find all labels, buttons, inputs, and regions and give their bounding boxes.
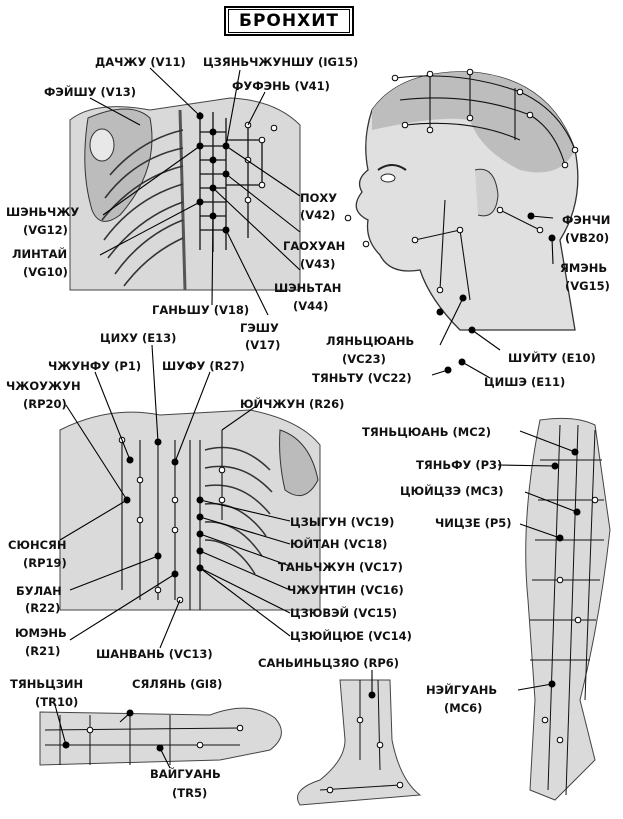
back-figure: [69, 97, 301, 291]
label-chzhunfu: ЧЖУНФУ (Р1): [48, 359, 141, 373]
label-pohu: ПОХУ: [300, 191, 337, 205]
label-tanchzhun: ТАНЬЧЖУН (VC17): [278, 560, 403, 574]
page-title: БРОНХИТ: [228, 9, 350, 33]
label-tsyuytsze: ЦЮЙЦЗЭ (МС3): [400, 483, 503, 498]
label-yumen-code: (R21): [25, 644, 60, 658]
label-tyantsyuan-mc2: ТЯНЬЦЮАНЬ (МС2): [362, 425, 491, 439]
label-gaohuan: ГАОХУАН: [283, 239, 345, 253]
chest-figure: [59, 409, 321, 611]
label-shanvan: ШАНВАНЬ (VC13): [96, 647, 213, 661]
leg-figure: [297, 679, 422, 806]
label-tszyuytsyue: ЦЗЮЙЦЮЕ (VC14): [290, 628, 412, 643]
label-vayguan: ВАЙГУАНЬ: [150, 766, 221, 781]
label-shenchzhu: ШЭНЬЧЖУ: [6, 205, 79, 219]
label-lintai-code: (VG10): [23, 265, 68, 279]
label-lintai: ЛИНТАЙ: [12, 246, 67, 261]
label-pohu-code: (V42): [300, 208, 335, 222]
label-bulan: БУЛАН: [16, 584, 62, 598]
leader-lines: [54, 67, 578, 769]
label-chzhouzhun-code: (RP20): [23, 397, 67, 411]
label-chzhuntin: ЧЖУНТИН (VC16): [287, 583, 404, 597]
label-gaohuan-code: (V43): [300, 257, 335, 271]
labels: ДАЧЖУ (V11) ЦЗЯНЬЧЖУНШУ (IG15) ФЭЙШУ (V1…: [6, 55, 610, 800]
label-ganshu: ГАНЬШУ (V18): [152, 303, 249, 317]
label-fenchi: ФЭНЧИ: [562, 213, 610, 227]
label-yumen: ЮМЭНЬ: [15, 626, 67, 640]
label-yamen-code: (VG15): [565, 279, 610, 293]
label-tszyuvey: ЦЗЮВЭЙ (VC15): [290, 605, 397, 620]
forearm-figure: [39, 707, 282, 766]
label-syunsyan: СЮНСЯН: [8, 538, 66, 552]
arm-figure: [525, 417, 611, 801]
label-tszygun: ЦЗЫГУН (VC19): [290, 515, 394, 529]
label-fufen: ФУФЭНЬ (V41): [232, 79, 330, 93]
label-vayguan-code: (TR5): [172, 786, 207, 800]
label-yuytan: ЮЙТАН (VC18): [290, 536, 387, 551]
label-lyantsyuan-code: (VC23): [342, 352, 386, 366]
label-tyantu: ТЯНЬТУ (VC22): [312, 371, 412, 385]
label-chzhouzhun: ЧЖОУЖУН: [6, 379, 81, 393]
label-syalyan: СЯЛЯНЬ (GI8): [132, 677, 222, 691]
label-feyshu: ФЭЙШУ (V13): [44, 84, 136, 99]
label-tsishe: ЦИШЭ (E11): [484, 375, 565, 389]
label-neyguan-code: (МС6): [444, 701, 482, 715]
label-syunsyan-code: (RP19): [23, 556, 67, 570]
label-dazhu: ДАЧЖУ (V11): [95, 55, 186, 69]
label-shentan: ШЭНЬТАН: [274, 281, 341, 295]
label-tsihu: ЦИХУ (Е13): [100, 331, 176, 345]
head-figure: [344, 68, 579, 374]
label-neyguan: НЭЙГУАНЬ: [426, 682, 497, 697]
label-saninytszyao: САНЬИНЬЦЗЯО (RP6): [258, 656, 399, 670]
title-box: БРОНХИТ: [224, 6, 354, 36]
label-shufu: ШУФУ (R27): [162, 359, 245, 373]
label-yamen: ЯМЭНЬ: [560, 261, 607, 275]
label-geshu: ГЭШУ: [240, 321, 279, 335]
label-fenchi-code: (VB20): [565, 231, 609, 245]
label-tszyanchzhunshu: ЦЗЯНЬЧЖУНШУ (IG15): [203, 55, 358, 69]
label-tyanfu: ТЯНЬФУ (Р3): [416, 458, 502, 472]
label-chitsze: ЧИЦЗЕ (Р5): [435, 516, 512, 530]
label-bulan-code: (R22): [25, 601, 60, 615]
label-shenchzhu-code: (VG12): [23, 223, 68, 237]
label-shuytu: ШУЙТУ (E10): [508, 350, 596, 365]
label-geshu-code: (V17): [245, 338, 280, 352]
label-lyantsyuan: ЛЯНЬЦЮАНЬ: [326, 334, 414, 348]
label-tyantszin: ТЯНЬЦЗИН: [10, 677, 83, 691]
label-shentan-code: (V44): [293, 299, 328, 313]
label-tyantszin-code: (TR10): [35, 695, 78, 709]
label-yuychzhun: ЮЙЧЖУН (R26): [240, 396, 344, 411]
